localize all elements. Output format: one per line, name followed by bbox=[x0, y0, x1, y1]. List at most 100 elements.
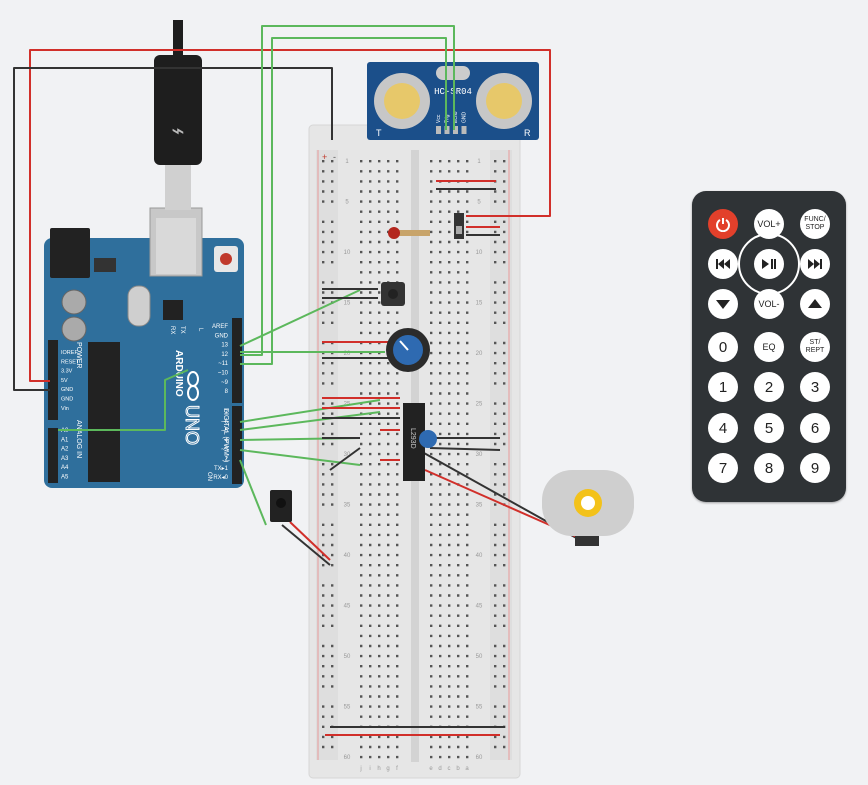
digital-pin-label: 2 bbox=[225, 457, 229, 463]
black-wire-ir[interactable] bbox=[281, 524, 331, 566]
red-wire-5v[interactable] bbox=[29, 49, 551, 382]
row-number-label: 60 bbox=[344, 755, 351, 761]
arduino-infinity-logo bbox=[187, 371, 199, 401]
number-1-button[interactable]: 1 bbox=[708, 372, 738, 402]
usb-icon: ⌁ bbox=[171, 118, 184, 143]
row-number-label: 1 bbox=[477, 159, 481, 165]
row-number-label: 30 bbox=[344, 452, 351, 458]
prev-button[interactable] bbox=[708, 249, 738, 279]
number-9-button[interactable]: 9 bbox=[800, 453, 830, 483]
digital-pin-label: 4 bbox=[225, 438, 229, 444]
column-letter-label: b bbox=[456, 766, 460, 772]
rail-plus-label: + bbox=[322, 152, 327, 162]
digital-pin-label: 7 bbox=[225, 410, 229, 416]
chip-label: L293D bbox=[409, 428, 416, 449]
play-pause-button[interactable] bbox=[754, 249, 784, 279]
number-4-button[interactable]: 4 bbox=[708, 413, 738, 443]
column-letter-label: g bbox=[386, 766, 389, 772]
row-number-label: 55 bbox=[476, 704, 483, 710]
digital-header-label: DIGITAL (PWM~) bbox=[222, 408, 229, 462]
row-number-label: 55 bbox=[344, 704, 351, 710]
power-header-label: POWER bbox=[75, 342, 82, 368]
analog-pin-label: A1 bbox=[61, 437, 69, 443]
digital-pin-label: ~10 bbox=[218, 371, 229, 377]
number-5-button[interactable]: 5 bbox=[754, 413, 784, 443]
number-8-button[interactable]: 8 bbox=[754, 453, 784, 483]
usb-cable[interactable]: ⌁ bbox=[154, 20, 202, 210]
analog-pin-label: A4 bbox=[61, 465, 69, 471]
digital-pin-label: ~5 bbox=[221, 429, 229, 435]
row-number-label: 25 bbox=[476, 401, 483, 407]
next-button[interactable] bbox=[800, 249, 830, 279]
row-number-label: 45 bbox=[344, 603, 351, 609]
led-with-resistor[interactable] bbox=[388, 227, 430, 239]
row-number-label: 1 bbox=[345, 159, 349, 165]
power-button[interactable] bbox=[708, 209, 738, 239]
skip-back-icon bbox=[716, 259, 730, 269]
arrow-up-icon bbox=[808, 299, 822, 308]
up-button[interactable] bbox=[800, 289, 830, 319]
sensor-pin-label: Echo bbox=[453, 111, 459, 123]
row-number-label: 10 bbox=[344, 250, 351, 256]
number-3-button[interactable]: 3 bbox=[800, 372, 830, 402]
on-led-label: ON bbox=[206, 472, 212, 481]
ir-remote[interactable]: VOL+ FUNC/ STOP VOL- 0 EQ ST/ REPT 1 2 3… bbox=[692, 191, 846, 502]
row-number-label: 40 bbox=[476, 553, 483, 559]
sensor-transmit-mark: T bbox=[376, 128, 382, 138]
digital-pin-label: 12 bbox=[221, 352, 228, 358]
row-number-label: 50 bbox=[476, 654, 483, 660]
power-pin-label: 5V bbox=[61, 378, 68, 384]
power-pin-label: RESET bbox=[61, 359, 80, 365]
st-rept-button[interactable]: ST/ REPT bbox=[800, 332, 830, 362]
row-number-label: 45 bbox=[476, 603, 483, 609]
vol-down-button[interactable]: VOL- bbox=[754, 289, 784, 319]
column-letter-label: f bbox=[396, 766, 398, 772]
sensor-pin-label: GND bbox=[462, 112, 468, 124]
column-letter-label: a bbox=[465, 766, 469, 772]
green-wire-pin13[interactable] bbox=[239, 289, 361, 347]
power-pin-label: GND bbox=[61, 397, 73, 403]
digital-pin-label: TX▸1 bbox=[214, 466, 229, 472]
eq-button[interactable]: EQ bbox=[754, 332, 784, 362]
arduino-model-text: UNO bbox=[182, 405, 202, 445]
l293d-chip[interactable]: L293D bbox=[403, 403, 437, 481]
green-wire-echo[interactable] bbox=[240, 37, 447, 365]
column-letter-label: i bbox=[369, 766, 370, 772]
push-button[interactable] bbox=[381, 282, 405, 306]
green-wire-d6[interactable] bbox=[239, 399, 381, 423]
row-number-label: 30 bbox=[476, 452, 483, 458]
column-letter-label: d bbox=[438, 766, 441, 772]
green-wire-ir[interactable] bbox=[239, 459, 267, 526]
func-stop-button[interactable]: FUNC/ STOP bbox=[800, 209, 830, 239]
digital-pin-label: GND bbox=[215, 333, 229, 339]
analog-pin-label: A3 bbox=[61, 456, 69, 462]
slide-switch[interactable] bbox=[454, 213, 464, 239]
dc-motor[interactable] bbox=[542, 470, 634, 546]
green-wire-d5[interactable] bbox=[239, 411, 381, 431]
red-wire-ir[interactable] bbox=[289, 521, 331, 561]
analog-pin-label: A2 bbox=[61, 447, 69, 453]
digital-pin-label: ~11 bbox=[218, 361, 228, 367]
rx-led-label: RX bbox=[169, 326, 175, 334]
number-2-button[interactable]: 2 bbox=[754, 372, 784, 402]
number-0-button[interactable]: 0 bbox=[708, 332, 738, 362]
black-wire-gnd[interactable] bbox=[13, 67, 333, 391]
number-6-button[interactable]: 6 bbox=[800, 413, 830, 443]
analog-pin-label: A5 bbox=[61, 475, 69, 481]
row-number-label: 40 bbox=[344, 553, 351, 559]
number-7-button[interactable]: 7 bbox=[708, 453, 738, 483]
green-wire-a0[interactable] bbox=[58, 369, 189, 431]
ir-receiver[interactable] bbox=[270, 490, 292, 522]
down-button[interactable] bbox=[708, 289, 738, 319]
potentiometer[interactable] bbox=[386, 328, 430, 372]
rail-minus-label: - bbox=[333, 152, 336, 162]
l-led-label: L bbox=[197, 328, 203, 332]
green-wire-trig[interactable] bbox=[240, 25, 455, 356]
row-number-label: 5 bbox=[477, 199, 481, 205]
analog-header-label: ANALOG IN bbox=[75, 420, 82, 458]
row-number-label: 20 bbox=[344, 351, 351, 357]
vol-up-button[interactable]: VOL+ bbox=[754, 209, 784, 239]
